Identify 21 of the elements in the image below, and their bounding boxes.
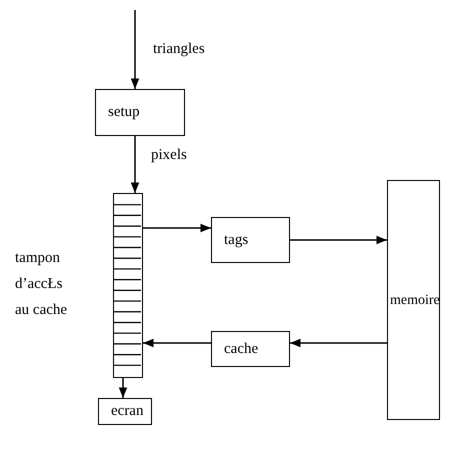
box-label: tags	[224, 230, 248, 250]
process-box	[387, 180, 440, 420]
box-label: cache	[224, 340, 258, 359]
edge-label: triangles	[153, 40, 205, 59]
box-label: memoire	[390, 292, 440, 310]
process-box	[211, 217, 290, 263]
buffer-caption: tampon d’accŁs au cache	[15, 249, 68, 320]
buffer-bar	[113, 193, 143, 378]
arrow	[130, 10, 140, 89]
arrow	[143, 338, 211, 348]
arrow	[290, 236, 387, 244]
box-label: setup	[108, 103, 140, 122]
process-box	[211, 331, 290, 367]
arrow	[118, 378, 128, 398]
edge-label: pixels	[151, 146, 187, 165]
process-box	[95, 89, 185, 136]
arrow	[130, 136, 140, 193]
arrow	[143, 224, 211, 232]
process-box	[98, 398, 152, 425]
box-label: ecran	[111, 402, 144, 422]
arrow	[290, 338, 387, 348]
